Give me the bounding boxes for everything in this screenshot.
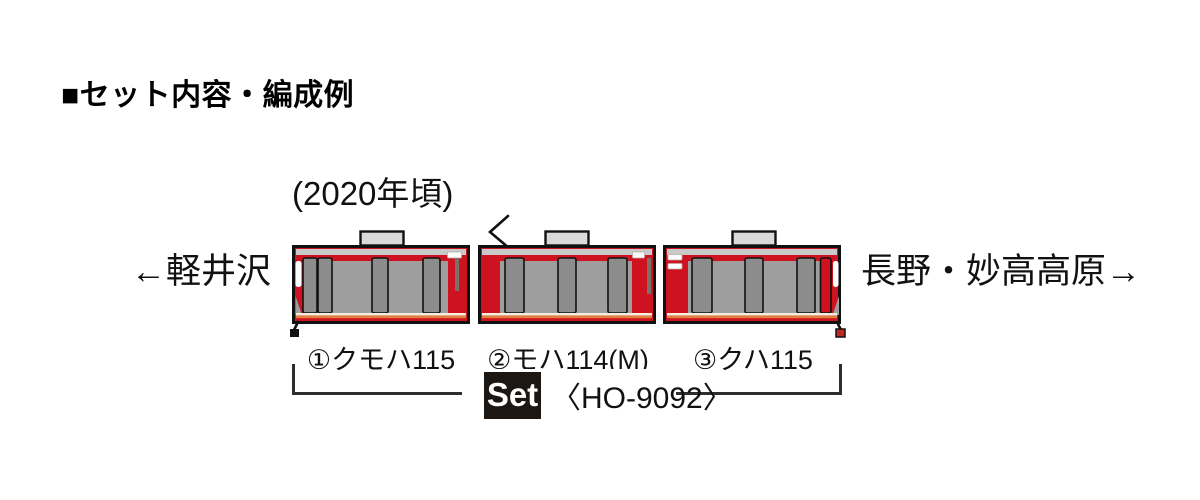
car-illustration-kuha115	[663, 230, 846, 338]
body-stripe	[667, 315, 837, 319]
passenger-door	[371, 257, 389, 314]
red-wrapped-door	[819, 257, 832, 314]
car-illustration-kumoha115	[290, 230, 470, 337]
passenger-door	[607, 257, 628, 314]
roof-vent-icon	[731, 230, 777, 247]
passenger-door	[796, 257, 816, 314]
coupler-icon	[835, 328, 846, 338]
era-note: (2020年頃)	[292, 175, 454, 212]
roof-vent-icon	[544, 230, 590, 247]
cab-door	[833, 261, 839, 287]
destination-sign-icon	[447, 251, 462, 259]
body-stripe	[296, 313, 466, 316]
passenger-door	[691, 257, 713, 314]
product-code: 〈HO-9092〉	[551, 382, 733, 415]
set-badge: Set	[484, 371, 541, 419]
coupler-icon	[292, 320, 300, 332]
louver-icon	[455, 258, 459, 291]
body-stripe	[667, 313, 837, 316]
passenger-door	[422, 257, 441, 314]
direction-label-left: ←軽井沢	[131, 252, 272, 291]
louver-icon	[647, 258, 651, 294]
destination-sign-icon	[667, 254, 683, 261]
passenger-door	[302, 257, 318, 314]
body-stripe	[482, 315, 652, 319]
passenger-door	[504, 257, 525, 314]
set-callout: Set 〈HO-9092〉	[462, 369, 733, 421]
pantograph-icon	[488, 214, 510, 247]
passenger-door	[317, 257, 333, 314]
coupler-icon	[290, 329, 299, 337]
roof-vent-icon	[359, 230, 405, 247]
body-stripe	[296, 315, 466, 319]
roof-strip	[296, 249, 466, 255]
car-label-1: ①クモハ115	[306, 345, 456, 375]
destination-sign-icon	[667, 263, 683, 270]
car-illustration-moha114	[478, 214, 656, 324]
roof-strip	[482, 249, 652, 255]
cab-door	[295, 261, 302, 287]
car-label-3: ③クハ115	[693, 345, 813, 375]
passenger-door	[744, 257, 764, 314]
roof-strip	[667, 249, 837, 255]
passenger-door	[557, 257, 577, 314]
body-stripe	[482, 313, 652, 316]
destination-sign-icon	[632, 251, 645, 259]
cab-front-shade	[832, 296, 839, 315]
section-title: ■セット内容・編成例	[61, 79, 355, 112]
direction-label-right: 長野・妙高高原→	[861, 252, 1142, 291]
cab-front-shade	[295, 296, 302, 315]
